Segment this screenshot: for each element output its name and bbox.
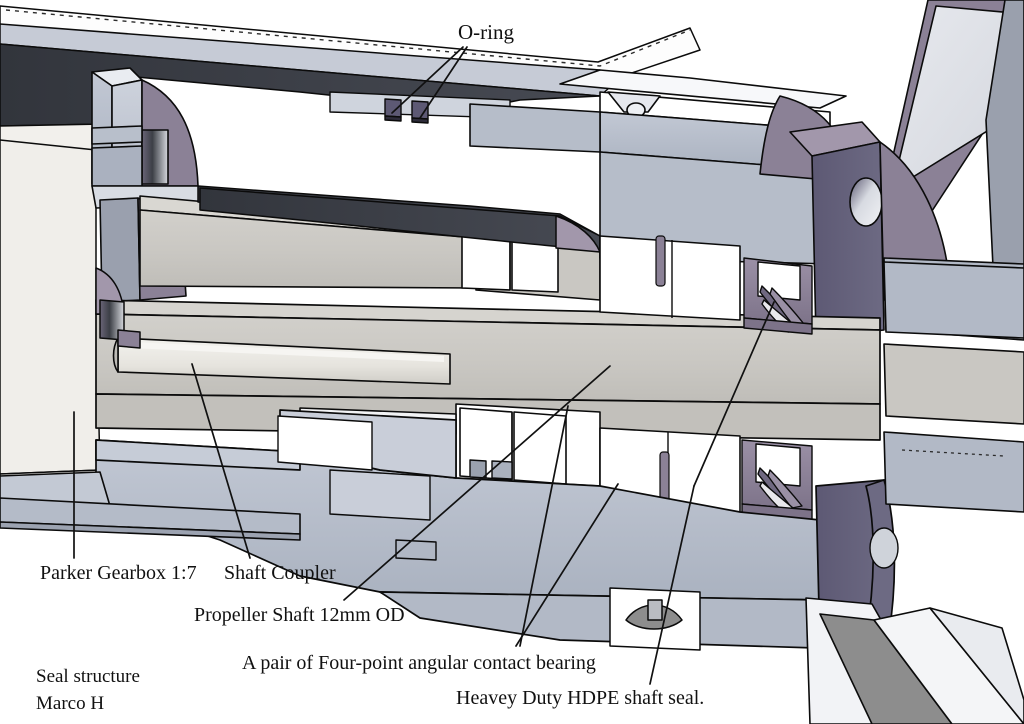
right-plate-upper bbox=[883, 261, 1024, 339]
stern-block-face bbox=[811, 141, 885, 339]
gearbox-body-cream bbox=[0, 139, 101, 475]
skeg-light-right bbox=[873, 607, 1024, 724]
tail-fin-upper-light bbox=[891, 5, 1024, 191]
seal-upper-white-gland bbox=[757, 261, 801, 301]
annotation-propeller-shaft: Propeller Shaft 12mm OD bbox=[194, 604, 405, 626]
annotation-parker-gearbox: Parker Gearbox 1:7 bbox=[40, 562, 197, 584]
flange-step-band2 bbox=[91, 145, 143, 187]
lower-detail-block-a bbox=[277, 415, 373, 471]
right-mid-plates bbox=[883, 261, 1024, 513]
lower-detail-block-b bbox=[329, 469, 431, 521]
coupler-highlight bbox=[130, 342, 444, 362]
leader-oring-1 bbox=[391, 46, 464, 114]
seal-upper-base bbox=[743, 317, 813, 335]
boss-left-band bbox=[469, 103, 601, 153]
hidden-edge-dotted-top bbox=[5, 9, 691, 67]
hub-stem bbox=[647, 599, 663, 621]
lower-tab-left2 bbox=[491, 460, 513, 480]
o-ring-group bbox=[329, 91, 511, 124]
o-ring-groove-1-shadow bbox=[384, 115, 402, 122]
leader-propshaft bbox=[343, 365, 611, 601]
leader-bearing-2 bbox=[519, 405, 569, 647]
hdpe-shaft-seal-upper bbox=[743, 257, 813, 335]
leader-hdpe-2 bbox=[693, 301, 775, 487]
annotation-shaft-coupler: Shaft Coupler bbox=[224, 562, 336, 584]
stern-lower-relief bbox=[869, 527, 899, 569]
lower-tab-left bbox=[469, 459, 487, 479]
tail-skeg-group bbox=[805, 597, 1024, 724]
flange-bore-dark bbox=[141, 129, 169, 185]
right-plate-lower bbox=[883, 431, 1024, 513]
skeg-right-flank bbox=[929, 607, 1024, 724]
leader-lines bbox=[73, 46, 775, 685]
hdpe-shaft-seal-lower bbox=[741, 439, 813, 521]
coupler-cylinder-left-cap bbox=[112, 337, 119, 373]
annotation-o-ring: O-ring bbox=[458, 20, 514, 44]
boss-countersink bbox=[607, 91, 661, 113]
stern-eye-hole bbox=[849, 177, 883, 227]
parker-gearbox-housing bbox=[0, 139, 101, 525]
figure-title: Seal structure bbox=[36, 666, 140, 687]
left-bore-step bbox=[95, 267, 141, 349]
figure-author: Marco H bbox=[36, 693, 105, 714]
right-plate-hidden-1 bbox=[901, 449, 1005, 457]
flange-step-band bbox=[91, 125, 143, 145]
lower-bearing-block-2 bbox=[513, 411, 567, 485]
shaft-coupler bbox=[112, 337, 451, 385]
leader-oring-2 bbox=[419, 46, 468, 119]
annotation-hdpe-seal: Heavey Duty HDPE shaft seal. bbox=[456, 687, 705, 709]
upper-right-housing-face bbox=[599, 235, 741, 321]
skeg-dark-core bbox=[819, 613, 953, 724]
bottom-hub-detail bbox=[609, 587, 701, 651]
gearbox-lower-foot bbox=[0, 471, 301, 541]
foot-plate-band-edge bbox=[0, 521, 301, 541]
leader-bearing-1 bbox=[515, 483, 619, 647]
annotation-bearing-pair: A pair of Four-point angular contact bea… bbox=[242, 652, 596, 674]
o-ring-groove-2-shadow bbox=[411, 117, 429, 124]
leader-coupler bbox=[191, 363, 251, 559]
upper-inner-cavity bbox=[197, 185, 601, 253]
right-plate-middle-shaft bbox=[883, 343, 1024, 425]
upper-housing-oring-slot bbox=[655, 235, 666, 287]
leader-hdpe bbox=[649, 485, 695, 685]
right-housing-oring-slot bbox=[659, 451, 670, 505]
lower-housing-step-left bbox=[95, 439, 301, 471]
coupler-key-step bbox=[117, 329, 141, 349]
